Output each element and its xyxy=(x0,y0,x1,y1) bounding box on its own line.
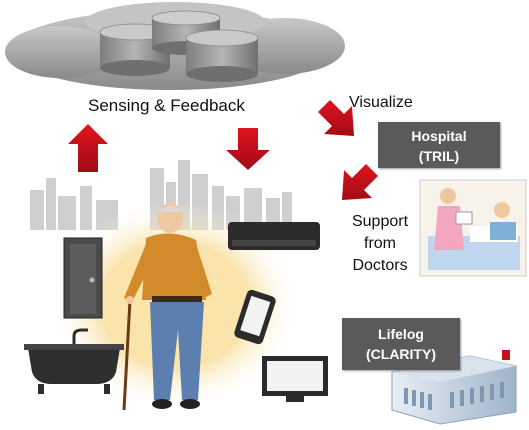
arrow-up-icon xyxy=(68,124,108,172)
lifelog-code: (CLARITY) xyxy=(366,346,436,362)
support-line-2: from xyxy=(364,235,396,252)
hospital-label-box: Hospital (TRIL) xyxy=(378,122,500,168)
lifelog-name: Lifelog xyxy=(378,326,424,342)
support-from-doctors-label: Support from Doctors xyxy=(344,211,416,277)
support-line-3: Doctors xyxy=(352,257,408,274)
arrow-diagonal-down-left-icon xyxy=(342,164,378,200)
smartphone-icon xyxy=(234,289,276,345)
bathtub-icon xyxy=(24,328,124,394)
arrow-diagonal-down-right-icon xyxy=(318,100,354,136)
sensing-feedback-label: Sensing & Feedback xyxy=(88,96,245,115)
arrow-down-icon xyxy=(226,128,270,170)
visualize-label: Visualize xyxy=(349,94,413,111)
support-line-1: Support xyxy=(351,213,409,230)
lifelog-label-box: Lifelog (CLARITY) xyxy=(342,318,460,370)
database-cylinder-icon xyxy=(185,29,259,82)
elderly-person-icon xyxy=(122,203,212,411)
television-icon xyxy=(262,356,328,402)
air-conditioner-icon xyxy=(228,222,320,250)
hospital-code: (TRIL) xyxy=(418,148,460,164)
hospital-name: Hospital xyxy=(411,128,467,144)
cloud-database-icon xyxy=(5,2,345,90)
hospital-scene-icon xyxy=(419,179,527,277)
door-icon xyxy=(63,237,103,319)
